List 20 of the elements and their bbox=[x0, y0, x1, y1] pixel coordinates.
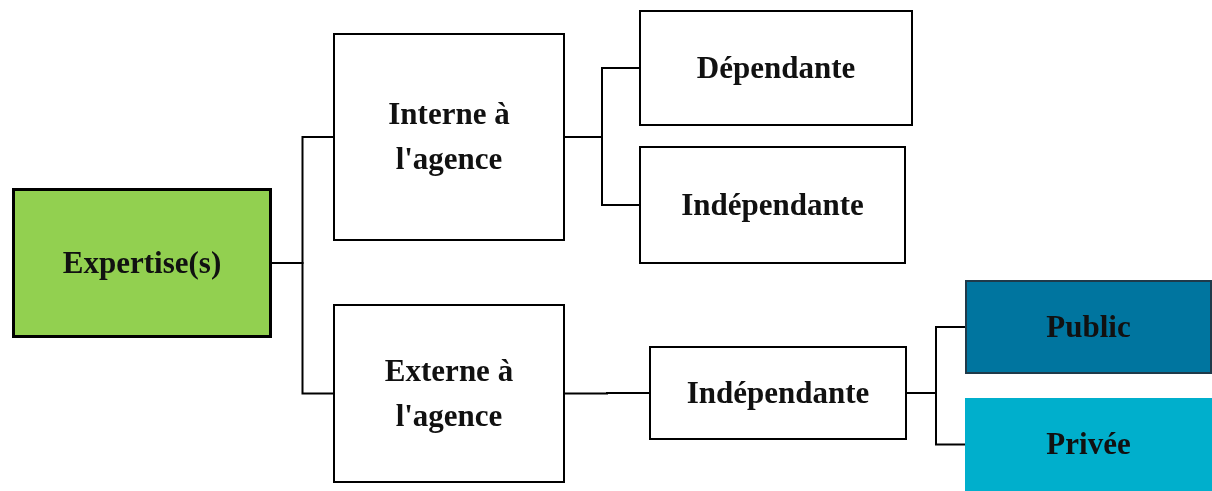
node-label: Indépendante bbox=[681, 185, 864, 224]
category-box bbox=[639, 146, 906, 264]
node-label: Indépendante bbox=[686, 373, 870, 412]
node-label: Interne à l'agence bbox=[387, 95, 511, 178]
category-box bbox=[333, 33, 565, 241]
connector-line bbox=[906, 392, 966, 446]
node-label: Public bbox=[1046, 307, 1131, 346]
category-box bbox=[965, 280, 1212, 374]
category-box bbox=[333, 304, 565, 483]
node-label: Expertise(s) bbox=[62, 243, 222, 282]
connector-line bbox=[564, 136, 640, 206]
connector-line bbox=[271, 262, 334, 395]
node-label: Privée bbox=[1046, 425, 1131, 464]
node-label: Dépendante bbox=[696, 48, 856, 87]
connector-line bbox=[564, 392, 650, 395]
category-box bbox=[12, 188, 272, 338]
category-box bbox=[649, 346, 907, 440]
category-box bbox=[965, 398, 1212, 491]
category-box bbox=[639, 10, 913, 126]
node-label: Externe à l'agence bbox=[383, 351, 515, 435]
